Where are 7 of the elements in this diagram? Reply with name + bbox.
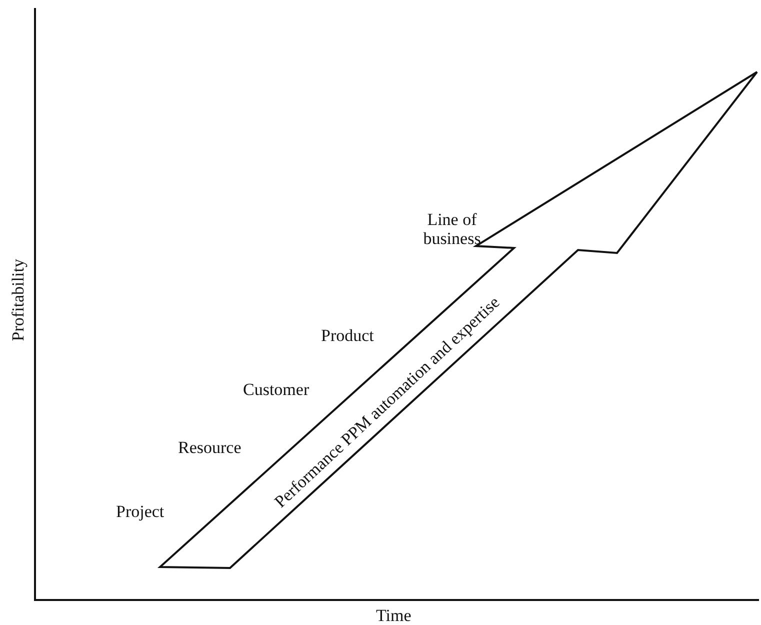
- stage-label: Project: [116, 502, 164, 521]
- stage-label: Customer: [243, 380, 310, 399]
- stage-label: Resource: [178, 438, 242, 457]
- stage-label: Product: [321, 326, 374, 345]
- axis-title: Time: [376, 606, 412, 625]
- stage-label: Line of business: [422, 210, 482, 248]
- axis-title: Profitability: [8, 258, 28, 342]
